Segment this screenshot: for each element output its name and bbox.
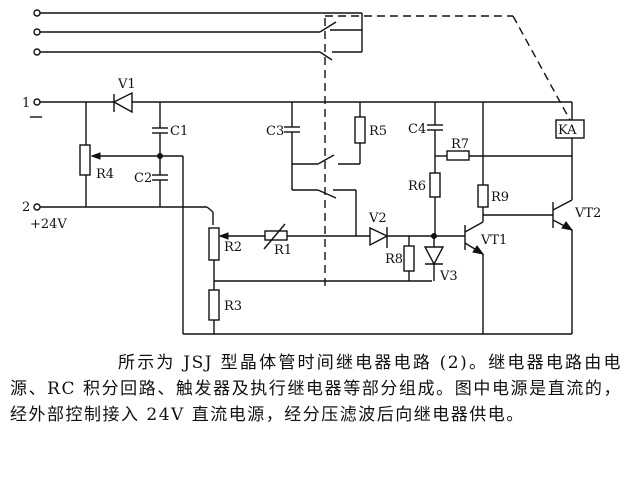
relay-coil-ka xyxy=(555,119,585,139)
label-c1: C1 xyxy=(170,124,188,139)
label-r6: R6 xyxy=(408,179,426,194)
label-vt2: VT2 xyxy=(574,206,601,221)
supply-voltage-label: +24V xyxy=(30,217,67,232)
diode-v2 xyxy=(369,226,389,248)
label-r2: R2 xyxy=(224,240,242,255)
label-ka: KA xyxy=(558,123,577,138)
terminal-b xyxy=(33,28,41,36)
label-c3: C3 xyxy=(266,124,284,139)
label-r3: R3 xyxy=(224,299,242,314)
caption-paragraph: 所示为 JSJ 型晶体管时间继电器电路 (2)。继电器电路由电源、RC 积分回路… xyxy=(10,353,622,425)
label-c2: C2 xyxy=(134,171,152,186)
label-r4: R4 xyxy=(96,167,114,182)
resistor-r8 xyxy=(403,245,415,272)
label-vt1: VT1 xyxy=(480,233,507,248)
resistor-r2 xyxy=(208,227,220,261)
control-lines xyxy=(33,9,571,290)
label-c4: C4 xyxy=(408,122,426,137)
caption-block: 所示为 JSJ 型晶体管时间继电器电路 (2)。继电器电路由电源、RC 积分回路… xyxy=(10,350,622,428)
resistor-r3 xyxy=(208,289,220,321)
transistor-vt2 xyxy=(552,199,574,334)
terminal-2 xyxy=(33,203,41,211)
terminal-1 xyxy=(33,98,41,106)
terminal-2-label: 2 xyxy=(22,200,30,215)
resistor-r4 xyxy=(79,144,91,176)
rails xyxy=(33,98,572,225)
resistor-r7 xyxy=(446,150,470,161)
label-v1: V1 xyxy=(117,77,136,92)
resistor-r9 xyxy=(477,184,489,208)
resistor-r5 xyxy=(354,116,366,144)
circuit-diagram: 1 2 +24V V1 R4 C1 C2 R2 R3 R1 C3 xyxy=(22,9,601,335)
diode-v3 xyxy=(423,246,445,266)
label-r1: R1 xyxy=(274,243,292,258)
label-r5: R5 xyxy=(369,124,387,139)
terminal-a xyxy=(33,9,41,17)
diode-v1 xyxy=(112,91,133,114)
terminal-c xyxy=(33,48,41,56)
label-r7: R7 xyxy=(451,137,469,152)
resistor-r6 xyxy=(429,172,441,198)
transistor-vt1 xyxy=(464,215,485,334)
label-v2: V2 xyxy=(368,211,387,226)
label-v3: V3 xyxy=(439,269,458,284)
label-r8: R8 xyxy=(385,252,403,267)
label-r9: R9 xyxy=(491,190,509,205)
terminal-1-label: 1 xyxy=(22,96,30,111)
